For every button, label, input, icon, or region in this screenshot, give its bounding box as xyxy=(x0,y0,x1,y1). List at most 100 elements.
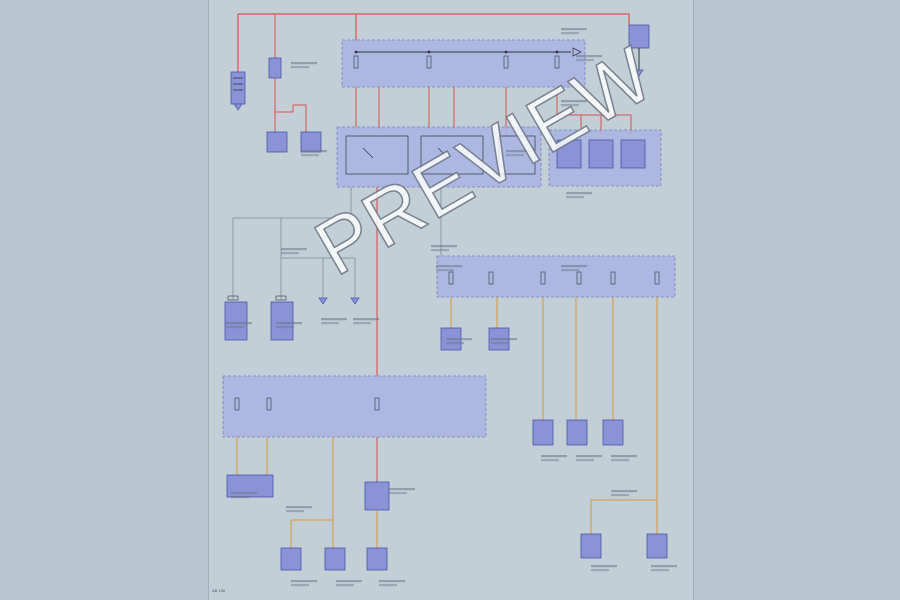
lamp-right-1 xyxy=(532,419,554,446)
tiny-label-line xyxy=(541,459,559,462)
tiny-label-line xyxy=(576,459,594,462)
tiny-label-line xyxy=(286,506,312,509)
fuse-element xyxy=(353,55,359,69)
tiny-label-line xyxy=(436,269,454,272)
fuse-element xyxy=(503,55,509,69)
controller-module-3 xyxy=(620,139,646,169)
wiring-sheet xyxy=(208,0,694,600)
fuse-element xyxy=(554,55,560,69)
fuse-bus-node xyxy=(555,50,559,54)
lower-center-module xyxy=(364,481,390,511)
tiny-label-line xyxy=(576,59,594,62)
tiny-label-line xyxy=(226,326,244,329)
ground-icon-a xyxy=(318,297,328,305)
relay-2-switch xyxy=(437,147,449,159)
lamp-lower-2 xyxy=(324,547,346,571)
right-fuse-element xyxy=(654,271,660,285)
tiny-label-line xyxy=(651,569,669,572)
tiny-label-line xyxy=(281,248,307,251)
connector-left xyxy=(227,295,239,301)
tiny-label-line xyxy=(561,265,587,268)
tiny-label-line xyxy=(281,252,299,255)
relay-block xyxy=(336,126,542,188)
mid-control-module xyxy=(270,301,294,341)
right-fuse-element xyxy=(610,271,616,285)
tiny-label-line xyxy=(389,488,415,491)
tiny-label-line xyxy=(226,322,252,325)
tiny-label-line xyxy=(576,455,602,458)
tiny-label-line xyxy=(541,455,567,458)
tiny-label-line xyxy=(431,249,449,252)
wire-lamp-branch-right xyxy=(590,420,658,534)
lamp-lower-3 xyxy=(366,547,388,571)
controller-module-2 xyxy=(588,139,614,169)
tiny-label-line xyxy=(561,100,587,103)
tiny-label-line xyxy=(611,455,637,458)
top-right-module xyxy=(628,24,650,49)
fuse-bus-node xyxy=(504,50,508,54)
fuse-element xyxy=(426,55,432,69)
wire-module-to-motor xyxy=(274,78,293,113)
fuse-arrow-icon xyxy=(572,47,582,57)
junction-fuse xyxy=(234,397,240,411)
motor-component xyxy=(266,131,288,153)
wire-relay-left-down xyxy=(232,187,352,236)
top-right-ground-icon xyxy=(634,69,644,77)
tiny-label-line xyxy=(561,32,579,35)
tiny-label-line xyxy=(491,338,517,341)
right-fuse-element xyxy=(448,271,454,285)
tiny-label-line xyxy=(291,584,309,587)
tiny-label-line xyxy=(353,322,371,325)
lower-left-module xyxy=(226,474,274,498)
tiny-label-line xyxy=(276,326,294,329)
lamp-lower-1 xyxy=(280,547,302,571)
tiny-label-line xyxy=(336,580,362,583)
right-fuse-element xyxy=(576,271,582,285)
tiny-label-line xyxy=(291,62,317,65)
right-fuse-element xyxy=(540,271,546,285)
ground-icon-b xyxy=(350,297,360,305)
wire-junction-3 xyxy=(290,437,334,548)
tiny-label-line xyxy=(276,322,302,325)
right-fuse-block xyxy=(436,255,676,298)
top-fuse-block xyxy=(341,39,586,88)
tiny-label-line xyxy=(566,192,592,195)
wire-fuse-to-controller xyxy=(556,87,602,135)
tiny-label-line xyxy=(506,154,524,157)
tiny-label-line xyxy=(561,28,587,31)
tiny-label-line xyxy=(611,459,629,462)
relay-1-switch xyxy=(362,147,374,159)
tiny-label-line xyxy=(611,494,629,497)
battery-ground-icon xyxy=(233,103,243,111)
battery-component xyxy=(230,71,246,105)
tiny-label-line xyxy=(561,104,579,107)
tiny-label-line xyxy=(321,322,339,325)
tiny-label-line xyxy=(336,584,354,587)
wire-fuse-to-controller-b xyxy=(601,114,632,135)
junction-fuse xyxy=(374,397,380,411)
left-control-module xyxy=(224,301,248,341)
lamp-right-3 xyxy=(602,419,624,446)
fuse-bus-node xyxy=(427,50,431,54)
footer-sheet-id: AB 156 xyxy=(212,588,226,593)
wire-to-ground-b xyxy=(323,257,356,298)
tiny-label-line xyxy=(576,55,602,58)
generator-component xyxy=(300,131,322,153)
tiny-label-line xyxy=(436,265,462,268)
tiny-label-line xyxy=(446,338,472,341)
relay-2 xyxy=(420,135,484,175)
tiny-label-line xyxy=(291,580,317,583)
lamp-right-2 xyxy=(566,419,588,446)
tiny-label-line xyxy=(301,150,327,153)
connector-mid xyxy=(275,295,287,301)
lower-junction-block xyxy=(222,375,487,438)
wiring-diagram xyxy=(222,13,677,587)
tiny-label-line xyxy=(301,154,319,157)
tiny-label-line xyxy=(379,584,397,587)
controller-module-1 xyxy=(556,139,582,169)
tiny-label-line xyxy=(651,565,677,568)
wire-mid-branch xyxy=(280,236,301,259)
wire-motor-loop xyxy=(292,104,307,132)
relay-1 xyxy=(345,135,409,175)
tiny-label-line xyxy=(291,66,309,69)
